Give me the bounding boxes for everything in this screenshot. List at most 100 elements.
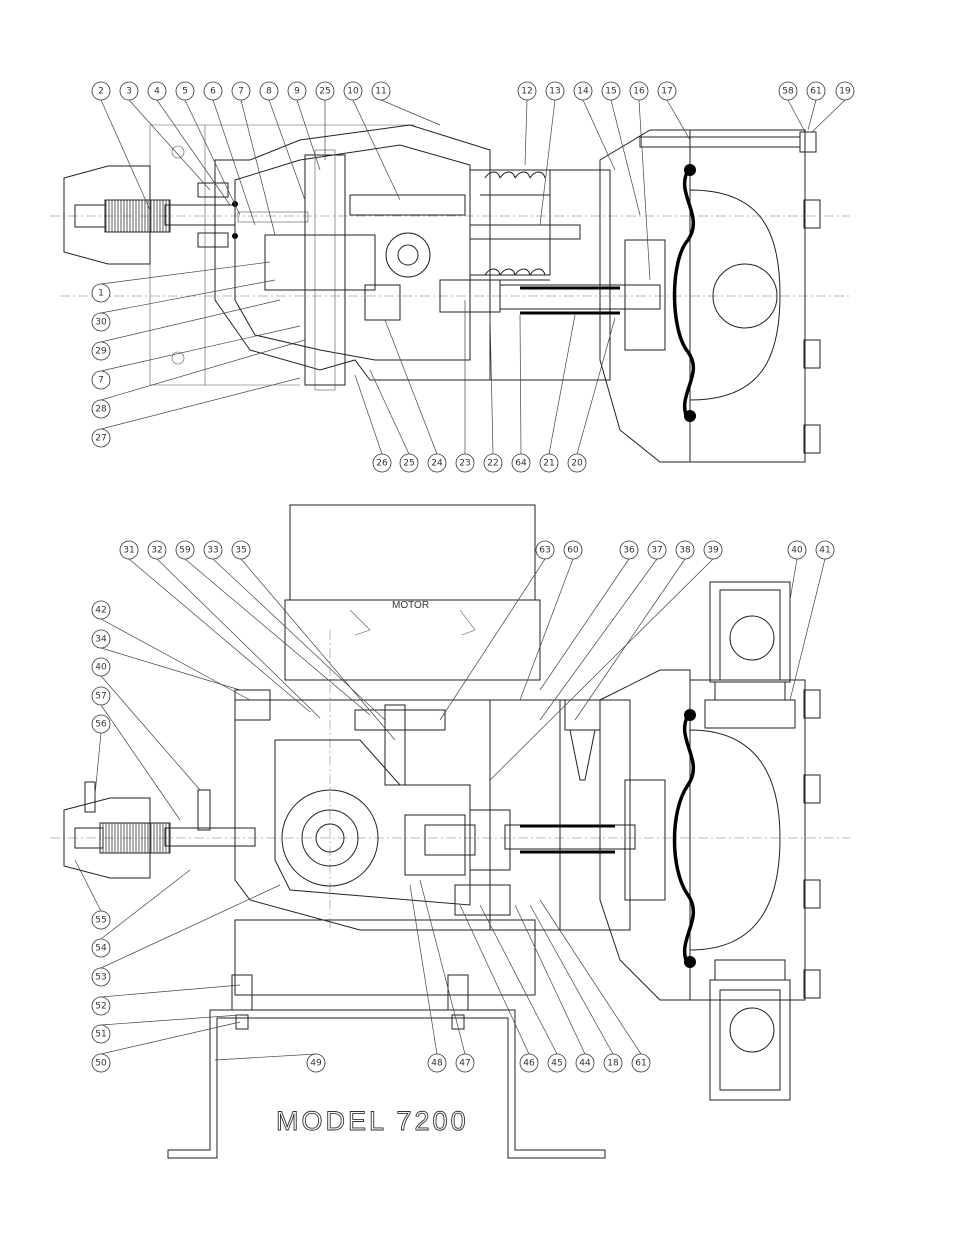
callout-leader [100,869,191,940]
callout-number: 34 [95,635,107,645]
callout-number: 3 [126,87,132,97]
callout-24: 24 [427,453,447,473]
callout-leader [489,314,494,455]
callout-12: 12 [517,81,537,101]
callout-leader [100,704,181,821]
callout-leader [352,99,401,201]
callout-leader [100,377,301,430]
callout-number: 7 [98,376,104,386]
callout-58: 58 [778,81,798,101]
callout-leader [184,558,371,716]
callout-41: 41 [815,540,835,560]
callout-leader [240,558,396,741]
callout-number: 29 [95,347,107,357]
callout-leader [100,1021,241,1055]
callout-number: 37 [651,546,662,556]
callout-number: 15 [605,87,616,97]
callout-number: 28 [95,405,107,415]
callout-leader [369,369,410,455]
callout-leader [296,99,321,171]
callout-number: 58 [782,87,794,97]
callout-leader [214,1053,317,1061]
motor-label: MOTOR [392,600,429,611]
callout-leader [419,879,466,1055]
callout-leader [128,99,211,191]
callout-9: 9 [287,81,307,101]
callout-30: 30 [91,312,111,332]
callout-1: 1 [91,283,111,303]
bottom-section-view: MOTOR [50,504,850,1159]
callout-leader [514,904,586,1055]
callout-number: 64 [515,459,527,469]
callout-31: 31 [119,540,139,560]
callout-number: 38 [679,546,691,556]
callout-45: 45 [547,1053,567,1073]
callout-33: 33 [203,540,223,560]
callout-number: 59 [179,546,191,556]
callout-number: 36 [623,546,635,556]
callout-number: 31 [123,546,134,556]
callout-44: 44 [575,1053,595,1073]
callout-29: 29 [91,341,111,361]
callout-19: 19 [835,81,855,101]
callout-25: 25 [315,81,335,101]
callout-number: 60 [567,546,579,556]
callout-51: 51 [91,1024,111,1044]
callout-number: 63 [539,546,550,556]
callout-number: 44 [579,1059,591,1069]
callout-number: 54 [95,944,107,954]
callout-47: 47 [455,1053,475,1073]
callout-leader [789,558,798,601]
callout-38: 38 [675,540,695,560]
callout-46: 46 [519,1053,539,1073]
callout-number: 32 [151,546,162,556]
callout-leader [539,558,658,721]
callout-leader [610,99,641,216]
callout-leader [459,904,530,1055]
callout-40: 40 [91,657,111,677]
callout-leader [380,99,441,126]
callout-leader [100,261,271,285]
callout-number: 45 [551,1059,562,1069]
callout-21: 21 [539,453,559,473]
callout-17: 17 [657,81,677,101]
callout-number: 42 [95,606,106,616]
callout-leader [100,618,251,701]
callout-number: 57 [95,692,106,702]
callout-32: 32 [147,540,167,560]
callout-number: 5 [182,87,188,97]
callout-leader [519,314,522,455]
callout-3: 3 [119,81,139,101]
top-section-view [50,124,850,463]
callout-leader [100,339,306,401]
callout-6: 6 [203,81,223,101]
callout-number: 35 [235,546,246,556]
callout-leader [539,558,630,691]
callout-number: 11 [375,87,386,97]
callout-number: 49 [310,1059,322,1069]
callout-leader [576,317,616,455]
callout-number: 51 [95,1030,106,1040]
callout-leader [100,99,151,211]
callout-leader [489,558,714,781]
callout-number: 9 [294,87,300,97]
callout-leader [439,558,546,721]
callout-leader [100,1014,241,1026]
callout-number: 1 [98,289,104,299]
callout-25: 25 [399,453,419,473]
callout-number: 61 [635,1059,646,1069]
callout-number: 6 [210,87,216,97]
callout-number: 56 [95,720,107,730]
callout-number: 40 [95,663,107,673]
callout-leader [184,99,241,216]
callout-number: 52 [95,1002,106,1012]
callout-number: 12 [521,87,532,97]
callout-leader [519,558,574,701]
callout-13: 13 [545,81,565,101]
callout-leader [666,99,691,141]
callout-4: 4 [147,81,167,101]
callout-5: 5 [175,81,195,101]
callout-48: 48 [427,1053,447,1073]
callout-49: 49 [306,1053,326,1073]
callout-leader [128,558,311,713]
